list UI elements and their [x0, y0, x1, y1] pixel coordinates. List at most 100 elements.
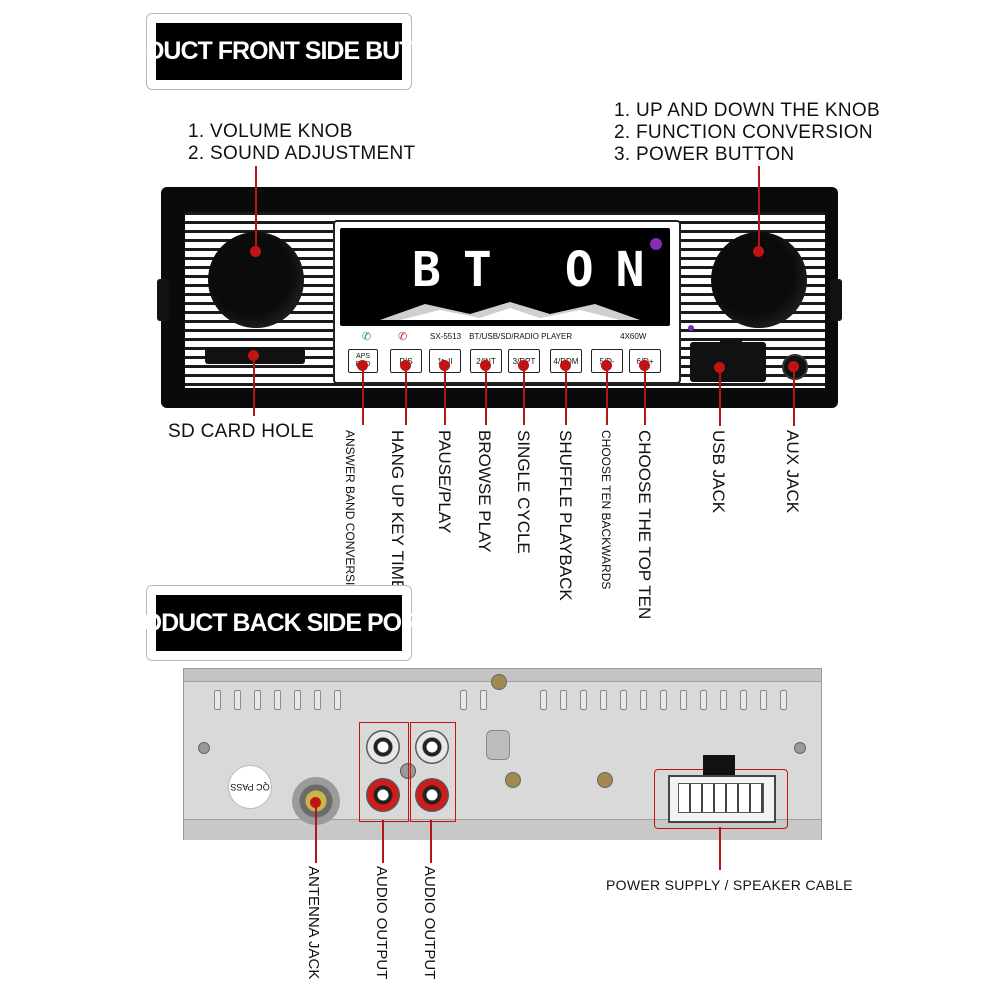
line-volume [255, 166, 257, 252]
label-usb: USB JACK [709, 430, 728, 514]
model-info: SX-5513 BT/USB/SD/RADIO PLAYER 4X60W [430, 332, 646, 341]
line-audio-2 [430, 820, 432, 863]
line-single [523, 365, 525, 425]
vent [680, 690, 687, 710]
aux-jack[interactable] [782, 354, 808, 380]
front-title: PRODUCT FRONT SIDE BUTTON [95, 23, 464, 80]
rca-white-1[interactable] [366, 730, 400, 764]
vent [600, 690, 607, 710]
dot-aps [357, 360, 368, 371]
right-knob-label: 1. UP AND DOWN THE KNOB 2. FUNCTION CONV… [614, 100, 880, 166]
model-power: 4X60W [620, 332, 647, 341]
dot-function [753, 246, 764, 257]
back-title: PRODUCT BACK SIDE PORTS [110, 595, 449, 651]
line-browse [485, 365, 487, 425]
volume-knob-line2: 2. SOUND ADJUSTMENT [188, 143, 416, 164]
volume-knob-label: 1. VOLUME KNOB 2. SOUND ADJUSTMENT [188, 121, 415, 165]
dot-antenna [310, 797, 321, 808]
right-knob-line3: 3. POWER BUTTON [614, 144, 795, 165]
label-dis-1: HANG UP KEY [388, 430, 407, 546]
label-shuffle: SHUFFLE PLAYBACK [556, 430, 575, 601]
vent [720, 690, 727, 710]
left-bracket [157, 279, 169, 321]
connector-pins [678, 783, 764, 813]
line-dis [405, 365, 407, 425]
lcd-text: BT ON [412, 242, 667, 298]
rca-red-1[interactable] [366, 778, 400, 812]
vent [700, 690, 707, 710]
connector-clip [703, 755, 735, 775]
back-title-frame: PRODUCT BACK SIDE PORTS [110, 585, 449, 661]
rca-red-2[interactable] [415, 778, 449, 812]
vent [480, 690, 487, 710]
lcd-screen: BT ON [340, 228, 670, 326]
dot-dis [400, 360, 411, 371]
label-aps-1: ANSWER [343, 430, 357, 483]
line-pause [444, 365, 446, 425]
rca-white-2[interactable] [415, 730, 449, 764]
dot-shuffle [560, 360, 571, 371]
right-bracket [830, 279, 842, 321]
dot-pause [439, 360, 450, 371]
line-usb [719, 368, 721, 426]
sd-card-label: SD CARD HOLE [168, 421, 315, 442]
screw-icon [794, 742, 806, 754]
lcd-spectrum [380, 302, 640, 320]
dot-browse [480, 360, 491, 371]
label-antenna: ANTENNA JACK [305, 866, 322, 980]
chassis-bottom-rim [184, 819, 821, 840]
label-single: SINGLE CYCLE [514, 430, 533, 554]
usb-port [720, 338, 742, 348]
vent [780, 690, 787, 710]
line-top-ten [644, 365, 646, 425]
line-ten-back [606, 365, 608, 425]
line-antenna [315, 803, 317, 863]
vent [540, 690, 547, 710]
usb-jack[interactable] [690, 342, 766, 382]
label-power: POWER SUPPLY / SPEAKER CABLE [606, 877, 853, 893]
line-aps [362, 365, 364, 425]
screw-icon [198, 742, 210, 754]
vent [660, 690, 667, 710]
label-audio-2: AUDIO OUTPUT [421, 866, 438, 980]
vent [620, 690, 627, 710]
dot-ten-back [601, 360, 612, 371]
front-title-frame: PRODUCT FRONT SIDE BUTTON [95, 13, 464, 90]
line-shuffle [565, 365, 567, 425]
vent [560, 690, 567, 710]
call-answer-icon: ✆ [362, 331, 372, 343]
right-knob-line1: 1. UP AND DOWN THE KNOB [614, 100, 880, 121]
vent [234, 690, 241, 710]
screw-icon [491, 674, 507, 690]
label-pause: PAUSE/PLAY [435, 430, 454, 534]
audio-output-box-1 [359, 722, 409, 822]
label-aux: AUX JACK [783, 430, 802, 514]
call-hangup-icon: ✆ [398, 331, 408, 343]
vent [314, 690, 321, 710]
screw-icon [597, 772, 613, 788]
label-dis: HANG UP KEY TIME [388, 430, 407, 591]
line-function [758, 166, 760, 252]
vent [760, 690, 767, 710]
led-icon [688, 325, 694, 331]
vent [460, 690, 467, 710]
right-knob-line2: 2. FUNCTION CONVERSION [614, 122, 873, 143]
label-audio-1: AUDIO OUTPUT [373, 866, 390, 980]
volume-knob-line1: 1. VOLUME KNOB [188, 121, 353, 142]
dot-top-ten [639, 360, 650, 371]
label-dis-2: TIME [388, 550, 407, 592]
model-name: SX-5513 [430, 332, 462, 341]
label-aps-2: BAND CONVERSION [343, 486, 357, 604]
vent [334, 690, 341, 710]
label-top-ten: CHOOSE THE TOP TEN [635, 430, 654, 620]
vent [294, 690, 301, 710]
dot-single [518, 360, 529, 371]
qc-text: QC PASS [230, 782, 270, 792]
line-audio-1 [382, 820, 384, 863]
dot-sd [248, 350, 259, 361]
vent [740, 690, 747, 710]
label-browse: BROWSE PLAY [475, 430, 494, 553]
dot-usb [714, 362, 725, 373]
screw-icon [505, 772, 521, 788]
lcd-indicator-icon [650, 238, 662, 250]
